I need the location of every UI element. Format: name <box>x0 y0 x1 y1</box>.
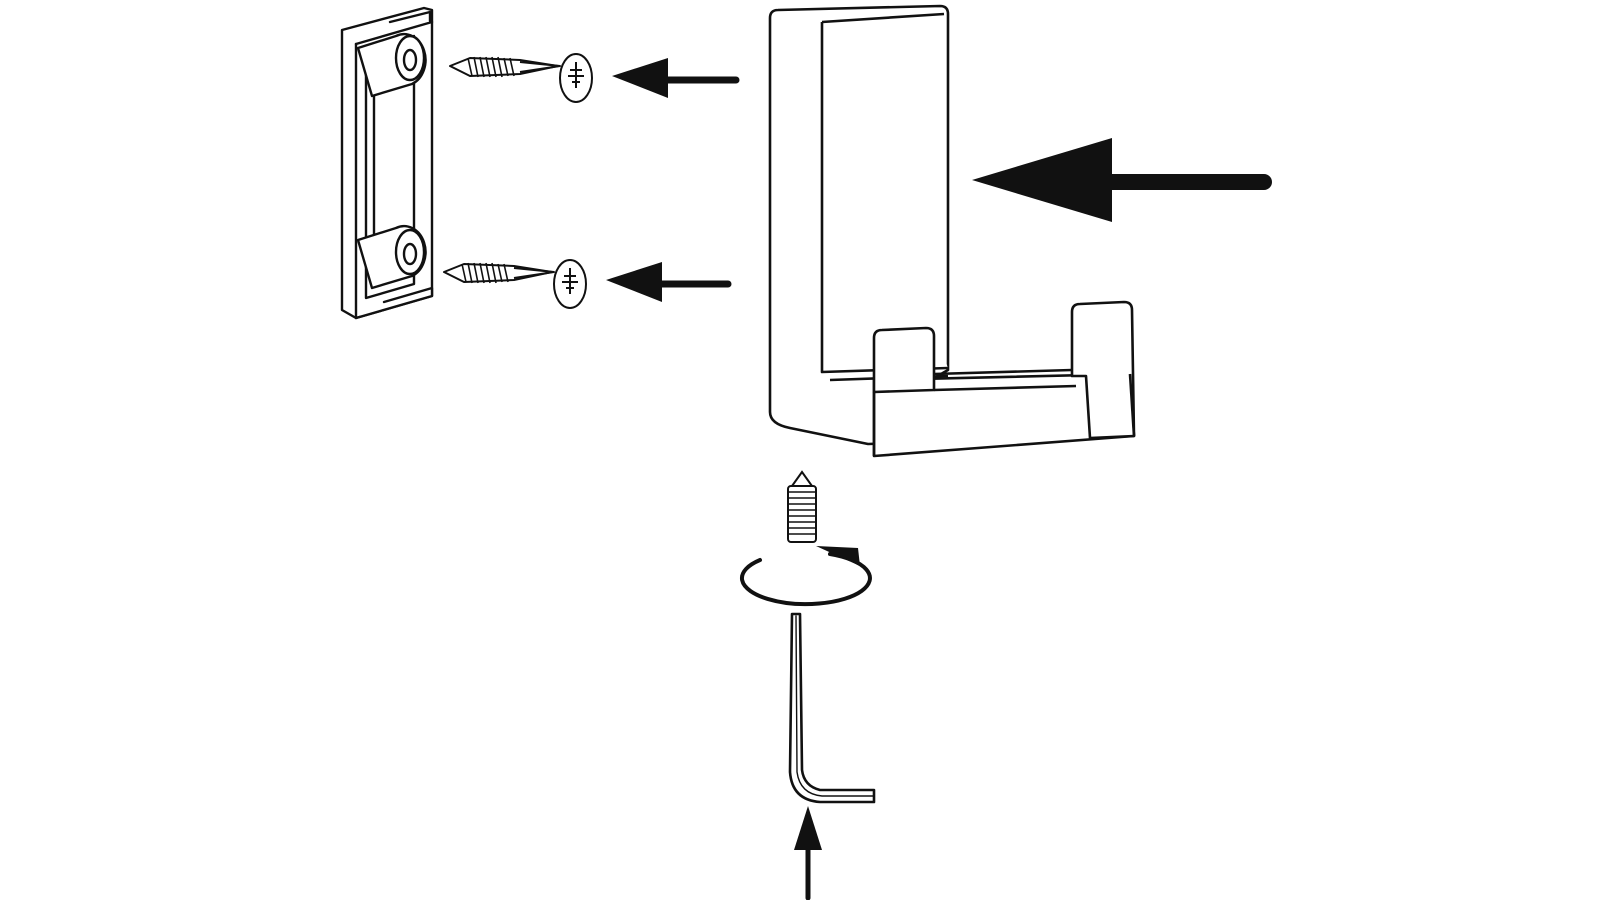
screw-top <box>449 53 593 103</box>
arrow-screw-bottom <box>606 262 732 302</box>
arrow-screw-top <box>612 58 740 98</box>
screw-bottom <box>443 259 587 309</box>
allen-key <box>788 612 876 804</box>
wall-bracket <box>340 6 434 320</box>
arrow-hook <box>972 138 1272 222</box>
set-screw <box>787 470 817 543</box>
double-hook <box>768 4 1136 458</box>
arrow-key <box>794 806 822 900</box>
rotation-arrow <box>740 546 872 607</box>
